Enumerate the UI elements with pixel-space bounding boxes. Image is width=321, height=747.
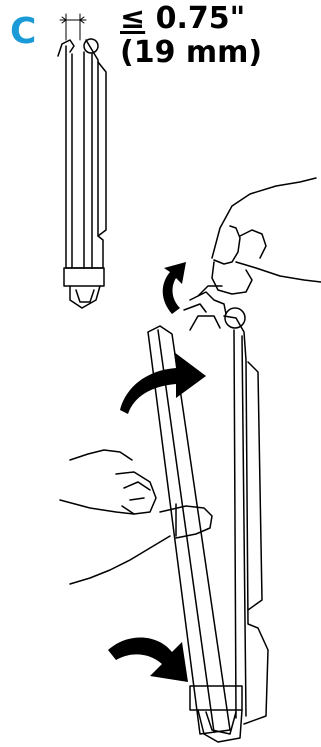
curved-arrow-icon: [163, 262, 186, 314]
curved-arrow-icon: [108, 637, 188, 682]
dimension-marker: [60, 14, 86, 40]
side-view-small: [58, 14, 106, 308]
main-view: [60, 178, 321, 742]
